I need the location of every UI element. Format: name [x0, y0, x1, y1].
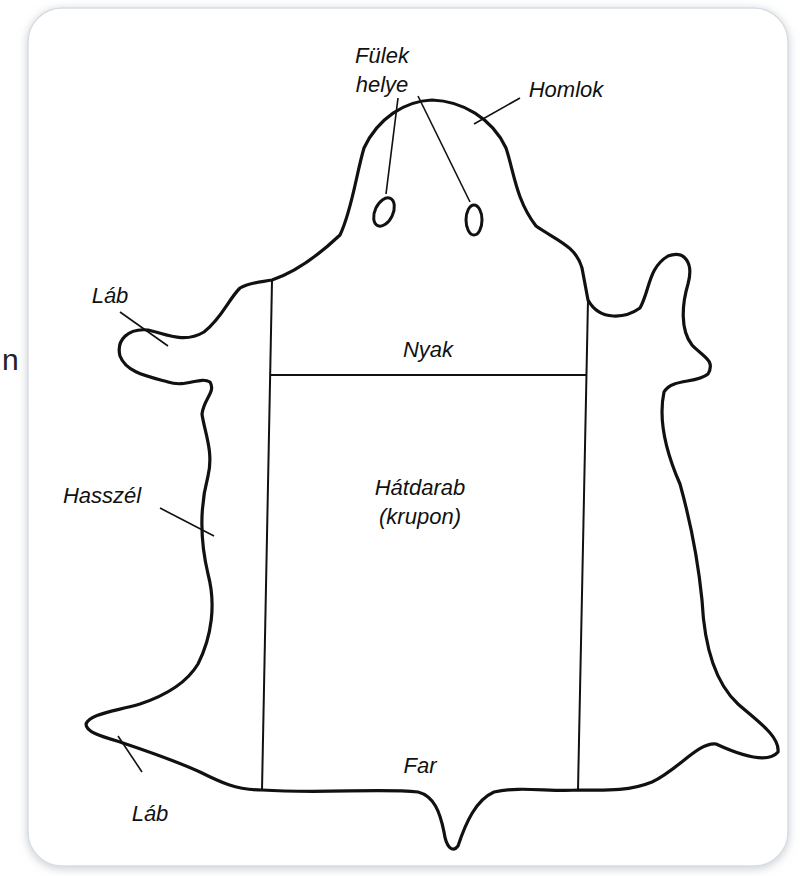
part-label: Homlok [529, 76, 604, 105]
ear-hole [370, 195, 399, 230]
part-label: Hátdarab (krupon) [345, 474, 495, 531]
part-label: Láb [132, 800, 169, 829]
cut-line [578, 300, 588, 790]
slide-fragment: n [2, 340, 19, 379]
part-label: Far [404, 752, 437, 781]
cut-line [271, 374, 586, 376]
part-label: Fülek helye [337, 42, 427, 99]
part-label: Hasszél [63, 482, 141, 511]
cut-line [262, 281, 272, 790]
part-label: Nyak [403, 336, 453, 365]
hide-outline [86, 100, 778, 849]
leader-lines [118, 96, 520, 772]
ear-hole [466, 205, 482, 235]
card [28, 8, 788, 866]
part-label: Láb [92, 282, 129, 311]
